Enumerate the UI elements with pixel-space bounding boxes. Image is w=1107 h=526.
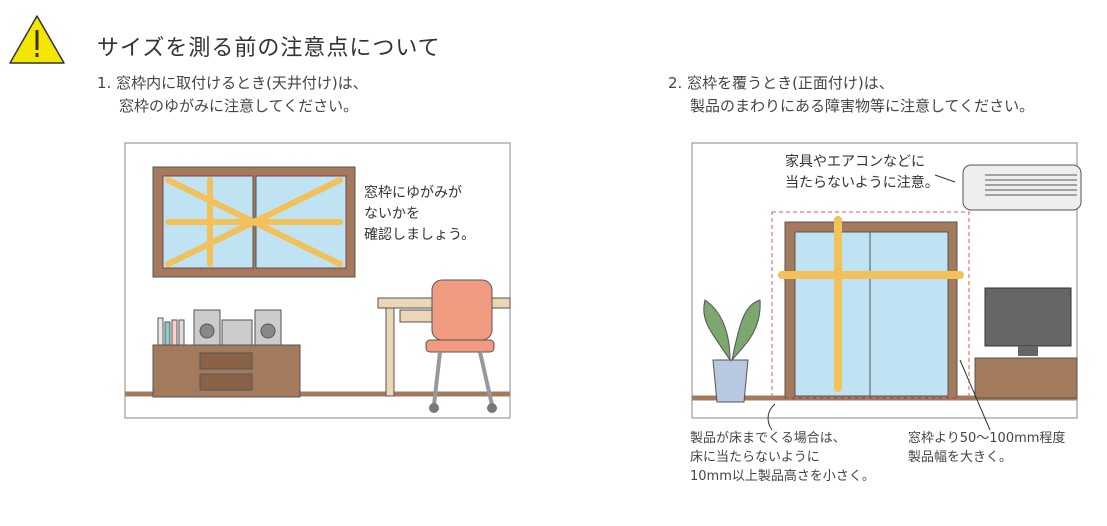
section2-callout: 家具やエアコンなどに 当たらないように注意。: [785, 152, 939, 194]
front-mount-illustration: [691, 142, 1082, 431]
section1-line2: 窓枠のゆがみに注意してください。: [119, 97, 359, 115]
note-line: 床に当たらないように: [690, 450, 820, 465]
section1-line1: 1. 窓枠内に取付けるとき(天井付け)は、: [97, 74, 368, 92]
warning-icon: [9, 15, 65, 64]
callout-line: 当たらないように注意。: [785, 175, 939, 191]
note-line: 製品が床までくる場合は、: [690, 431, 846, 446]
callout-line: 窓枠にゆがみが: [364, 185, 462, 201]
callout-line: 確認しましょう。: [364, 227, 476, 243]
callout-line: 家具やエアコンなどに: [785, 154, 925, 170]
note-line: 10mm以上製品高さを小さく。: [690, 469, 875, 484]
width-note: 窓枠より50〜100mm程度 製品幅を大きく。: [908, 429, 1065, 467]
floor-note: 製品が床までくる場合は、 床に当たらないように 10mm以上製品高さを小さく。: [690, 429, 875, 486]
section2-heading: 2. 窓枠を覆うとき(正面付け)は、 製品のまわりにある障害物等に注意してくださ…: [668, 72, 1034, 118]
section2-line2: 製品のまわりにある障害物等に注意してください。: [690, 97, 1035, 115]
ceiling-mount-illustration: [124, 142, 511, 419]
page-title: サイズを測る前の注意点について: [97, 36, 441, 61]
note-line: 製品幅を大きく。: [908, 450, 1013, 465]
section2-line1: 2. 窓枠を覆うとき(正面付け)は、: [668, 74, 894, 92]
section1-heading: 1. 窓枠内に取付けるとき(天井付け)は、 窓枠のゆがみに注意してください。: [97, 72, 368, 118]
callout-line: ないかを: [364, 206, 420, 222]
note-line: 窓枠より50〜100mm程度: [908, 431, 1066, 446]
section1-callout: 窓枠にゆがみが ないかを 確認しましょう。: [364, 183, 475, 246]
